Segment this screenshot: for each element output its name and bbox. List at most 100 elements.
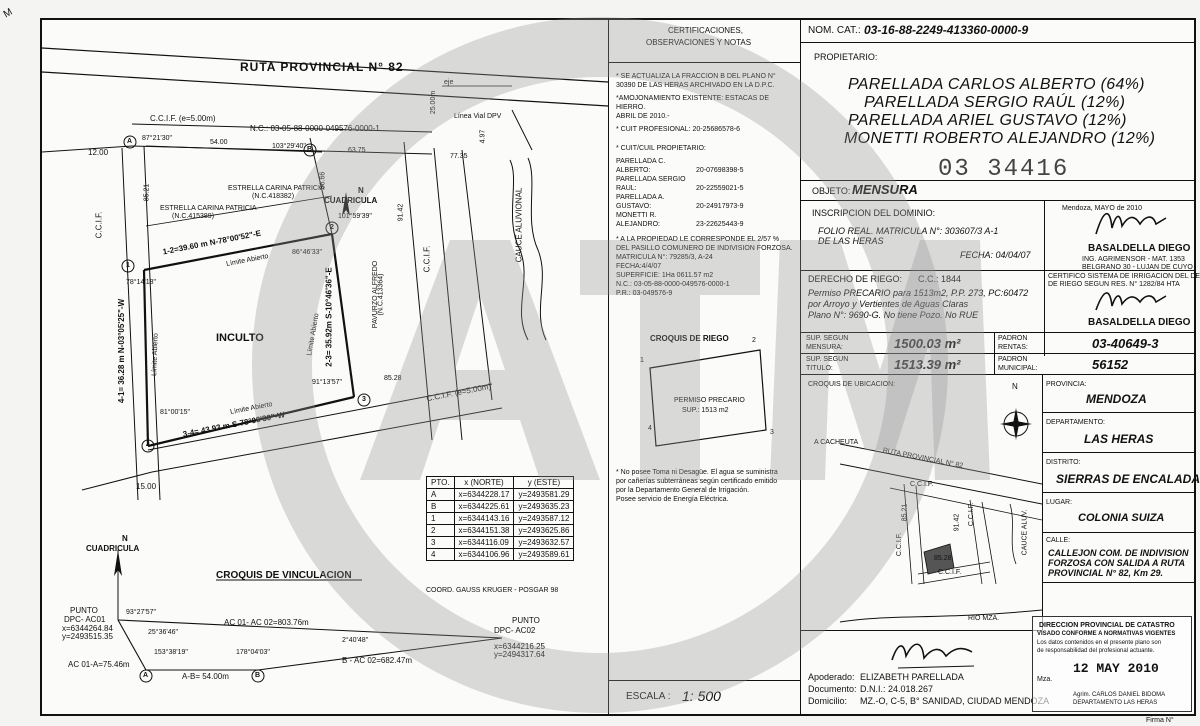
dpc-line-2: VISADO CONFORME A NORMATIVAS VIGENTES [1037, 631, 1176, 637]
lot-b-line [309, 137, 333, 235]
ccif-bottom-2 [151, 407, 503, 473]
ubic-ccif: C.C.I.F. [910, 481, 934, 488]
padron-mun-label: PADRON MUNICIPAL: [998, 356, 1038, 372]
inculto-label: INCULTO [216, 332, 264, 344]
prop-note: FECHA:4/4/07 [616, 263, 662, 270]
point-2-circle [325, 221, 339, 235]
ubic-bottom-2 [917, 571, 991, 585]
vinc-north: N [122, 534, 128, 543]
domicilio-value: MZ.-O, C-5, B° SANIDAD, CIUDAD MENDOZA [860, 696, 1050, 706]
dpc-line-1: DIRECCION PROVINCIAL DE CATASTRO [1039, 622, 1175, 629]
calle-label: CALLE: [1046, 537, 1071, 544]
coords-note: COORD. GAUSS KRUGER - POSGAR 98 [426, 587, 559, 594]
cauce-label: CAUCE ALUVIONAL [514, 187, 524, 263]
nomcat-divider [800, 42, 1194, 43]
vinc-punto2-x: x=6344216.25 [494, 642, 545, 651]
point-1-label: 1 [126, 262, 130, 269]
plan-north-sub: CUADRICULA [324, 196, 378, 205]
agua-note: por cañerías subterráneas según certific… [616, 478, 778, 485]
north-arrow-plan [342, 192, 350, 216]
riego-lot [649, 349, 767, 447]
cuil-number: 23-22625443-9 [696, 221, 744, 228]
sup-divider-1 [800, 332, 1194, 333]
sup-titulo-value: 1513.39 m² [894, 357, 961, 372]
ubic-ccif-top [889, 487, 1042, 521]
estrella-1-nc: (N.C.418382) [252, 193, 295, 200]
certs-title-2: OBSERVACIONES Y NOTAS [646, 38, 752, 47]
middle-column-right-border [800, 20, 801, 714]
vinc-point-a-label: A [143, 672, 149, 679]
nomcat-value: 03-16-88-2249-413360-0000-9 [864, 23, 1029, 37]
neighbour-right-2 [433, 147, 463, 441]
coords-cell: x=6344225.61 [453, 500, 515, 513]
lugar-value: COLONIA SUIZA [1078, 512, 1165, 524]
inner-lot-23 [330, 233, 356, 398]
coords-cell: 3 [426, 536, 455, 549]
vinc-punto2-y: y=2494317.64 [494, 650, 545, 659]
dim-8528: 85.28 [384, 375, 402, 382]
ccif-top-upper [131, 123, 433, 133]
owner-4: MONETTI ROBERTO ALEJANDRO (12%) [844, 130, 1156, 147]
certs-title-1: CERTIFICACIONES, [668, 26, 743, 35]
prof-line-1: ING. AGRIMENSOR - MAT. 1353 [1082, 256, 1185, 263]
derecho-riego-cc: C.C.: 1844 [918, 274, 962, 284]
prop-note: P.R.: 03-049576-9 [616, 290, 673, 297]
compass-star-h [1000, 421, 1032, 427]
objeto-divider [800, 180, 1194, 181]
ubic-9142: 91.42 [953, 513, 961, 532]
coords-cell: 4 [426, 548, 455, 561]
distrito-label: DISTRITO: [1046, 459, 1081, 466]
coords-header-x: x (NORTE) [453, 476, 515, 489]
plan-sheet: RUTA PROVINCIAL N° 82 C.C.I.F. (e=5.00m)… [40, 18, 1200, 724]
plan-drawing [42, 47, 608, 683]
limite-4: Límite Abierto [151, 332, 160, 377]
estrella-2-nc: (N.C.415389) [172, 213, 215, 220]
ubicacion-right-border [1042, 374, 1043, 630]
vinc-ang4: 178°04'03" [236, 649, 270, 656]
ubic-ccif-4: C.C.I.F. [938, 569, 962, 576]
prop-note: DEL PASILLO COMUNERO DE INDIVISION FORZO… [616, 245, 793, 252]
cert-note: * CUIT PROFESIONAL: 20-25686578-6 [616, 126, 740, 133]
dim-5400: 54.00 [210, 139, 228, 146]
dim-7735: 77.35 [450, 153, 468, 160]
coords-cell: y=2493635.23 [513, 500, 575, 513]
coords-header-y: y (ESTE) [513, 476, 575, 489]
estrella-2: ESTRELLA CARINA PATRICIA [160, 205, 257, 212]
domicilio-label: Domicilio: [808, 696, 848, 706]
riego-inner-2: SUP.: 1513 m2 [682, 407, 729, 414]
ccif-bottom-1 [147, 383, 493, 451]
vinc-point-b-label: B [255, 672, 261, 679]
vinc-line-b-ac02 [257, 637, 503, 671]
riego-pt-4: 4 [648, 425, 652, 432]
ubic-ccif-3: C.C.I.F. [968, 502, 976, 527]
cauce-line [509, 159, 529, 341]
cuil-number: 20-24917973-9 [696, 203, 744, 210]
corner-mark: M [1, 6, 15, 21]
calle-line-1: CALLEJON COM. DE INDIVISION [1048, 548, 1189, 558]
vinc-punto2: PUNTO [512, 616, 540, 625]
riego-inner-1: PERMISO PRECARIO [674, 397, 745, 404]
provincia-label: PROVINCIA: [1046, 381, 1087, 388]
prop-note: SUPERFICIE: 1Ha 0611.57 m2 [616, 272, 714, 279]
neighbour-right-3 [461, 149, 493, 401]
vinc-point-a-circle [139, 669, 153, 683]
prop-note: MATRICULA N°: 79285/3, A-24 [616, 254, 713, 261]
ccif-left-inner [143, 145, 161, 501]
riego-pt-2: 2 [752, 337, 756, 344]
vinc-line-ac01-a [117, 619, 147, 671]
signature-2 [1095, 292, 1167, 311]
ccif-left-outer [121, 147, 139, 501]
angle-86: 86°46'33" [292, 249, 322, 256]
objeto-value: MENSURA [852, 182, 918, 197]
distrito-value: SIERRAS DE ENCALADA [1056, 472, 1200, 486]
owner-2: PARELLADA SERGIO RAÚL (12%) [864, 94, 1126, 111]
vinc-point-b-circle [251, 669, 265, 683]
certs-title-divider [608, 62, 800, 63]
agua-note: * No posee Toma ni Desagüe. El agua se s… [616, 469, 778, 476]
calle-line-2: FORZOSA CON SALIDA A RUTA [1048, 558, 1185, 568]
derecho-riego-label: DERECHO DE RIEGO: [808, 274, 903, 284]
ccif-top-label: C.C.I.F. (e=5.00m) [150, 114, 216, 123]
list-item: PARELLADA C. ALBERTO:20-07698398-5 [616, 157, 796, 175]
dpc-date: 12 MAY 2010 [1073, 661, 1159, 676]
